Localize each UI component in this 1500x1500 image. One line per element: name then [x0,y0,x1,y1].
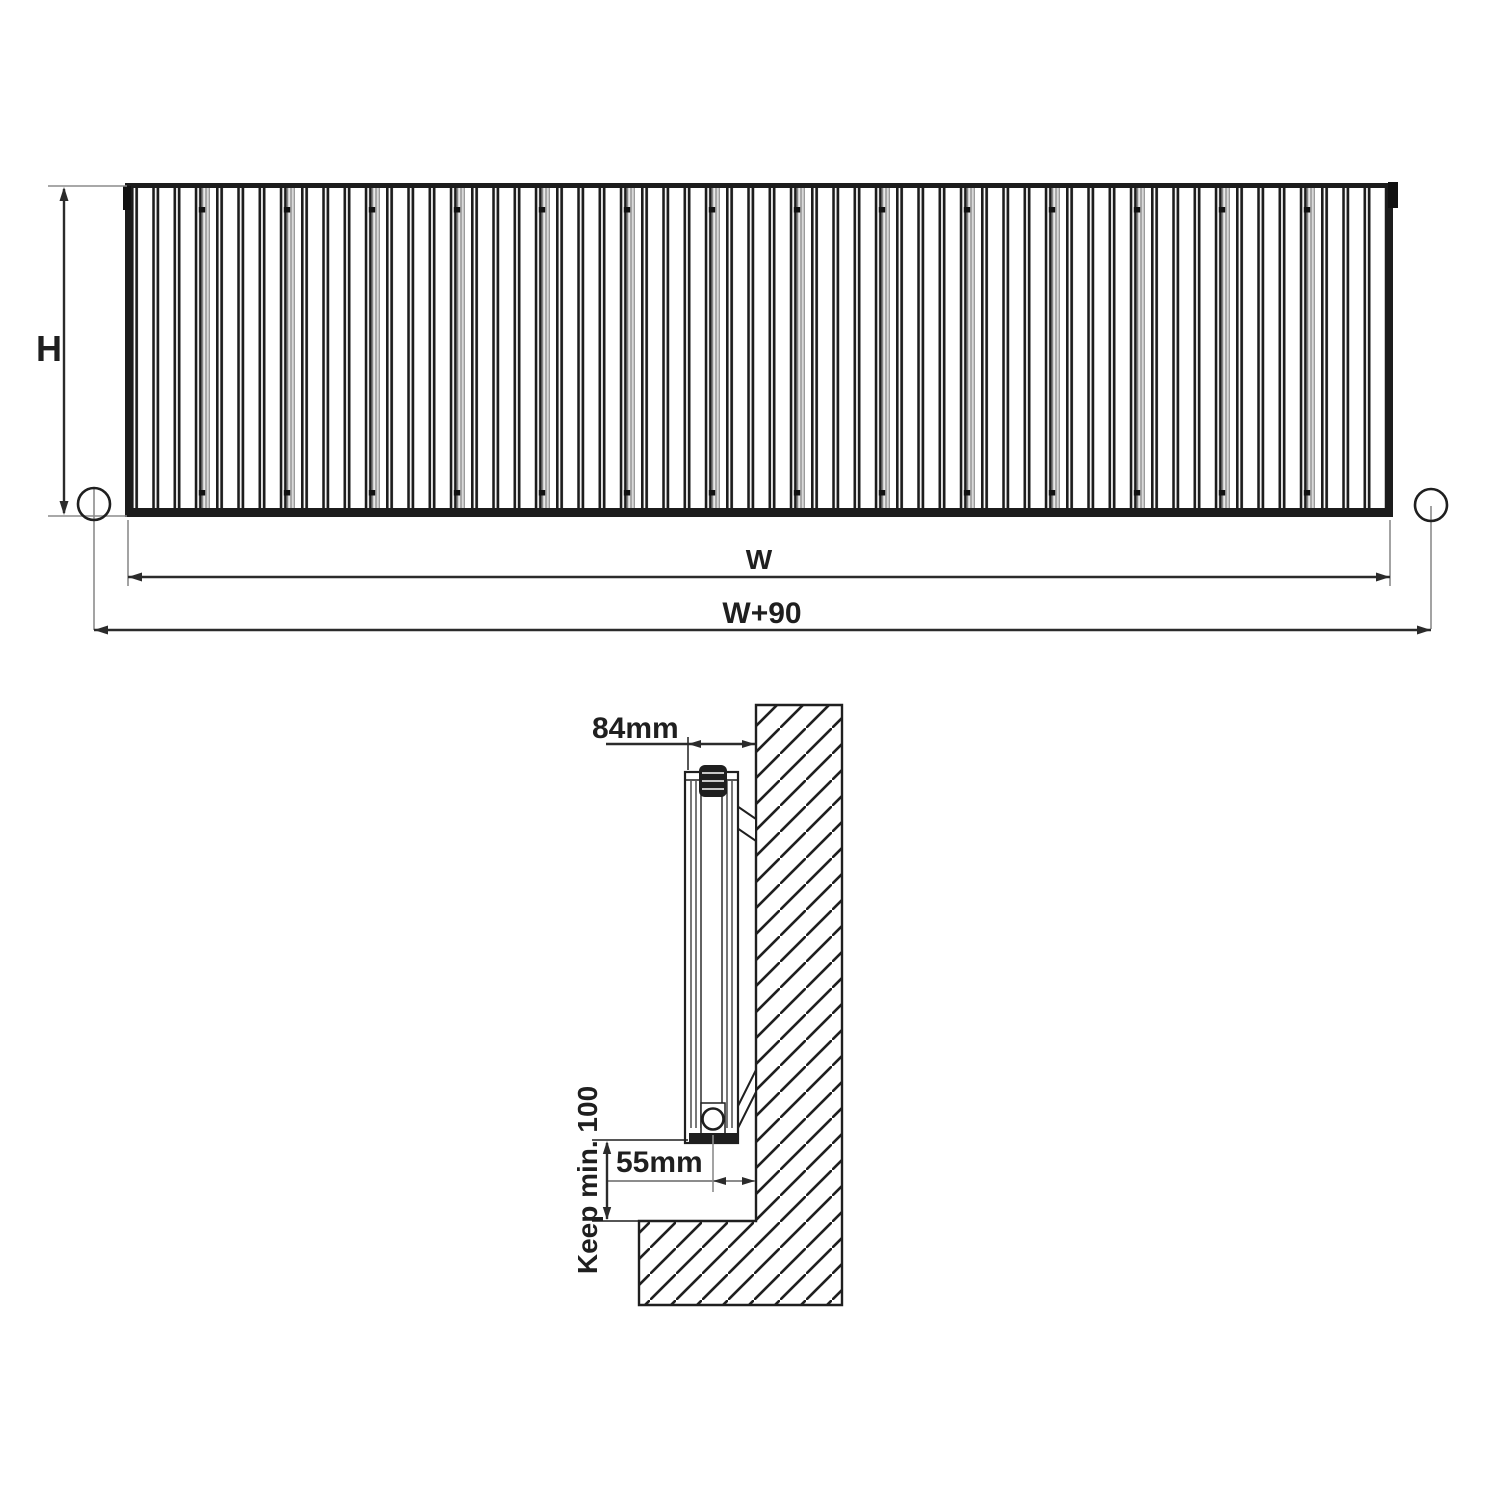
clearance-arrow-up [602,1141,612,1154]
pipe-ports [76,486,1449,630]
w-total-arrow-left [94,625,108,635]
radiator-profile-body [683,770,740,1145]
radiator-left-edge [125,186,131,512]
radiator-bottom-rail [125,508,1393,517]
side-view: 84mm 55mm Keep min. 100 [572,703,844,1307]
clearance-arrow-down [602,1207,612,1220]
h-label: H [36,328,62,369]
radiator-top-rail [125,183,1393,188]
wall-bracket-bottom [736,1069,757,1131]
depth-label: 84mm [592,712,679,745]
pipe-offset-arrow-right [742,1177,755,1185]
h-arrow-down [59,501,69,515]
right-pipe-port [1413,487,1449,523]
wall-bracket-top [736,804,757,843]
wall-and-floor-section [637,703,844,1307]
pipe-offset-arrow-left [713,1177,726,1185]
depth-dimension: 84mm [592,712,755,770]
w-total-label: W+90 [722,597,801,630]
mounting-tab-right [1388,182,1398,208]
radiator-section-joints [131,188,1386,508]
pipe-offset-label: 55mm [616,1146,703,1179]
clearance-dimension: Keep min. 100 [572,1086,688,1274]
w-arrow-right [1376,572,1390,582]
w-dimension: W [127,520,1391,586]
w-arrow-left [128,572,142,582]
radiator-face [123,182,1398,517]
depth-arrow-right [742,740,755,748]
radiator-right-edge [1386,186,1393,512]
pipe-offset-dimension: 55mm [606,1135,755,1192]
pipe-valve-circle [701,1107,725,1131]
depth-arrow-left [688,740,701,748]
h-arrow-up [59,187,69,201]
h-dimension: H [36,185,127,517]
mounting-tab-left [123,186,131,210]
left-pipe-port [76,486,112,522]
clearance-label: Keep min. 100 [572,1086,603,1274]
radiator-profile [683,765,740,1145]
w-label: W [746,544,773,575]
w-total-arrow-right [1417,625,1431,635]
front-view: H W W+90 [36,182,1449,635]
w-total-dimension: W+90 [94,597,1431,635]
